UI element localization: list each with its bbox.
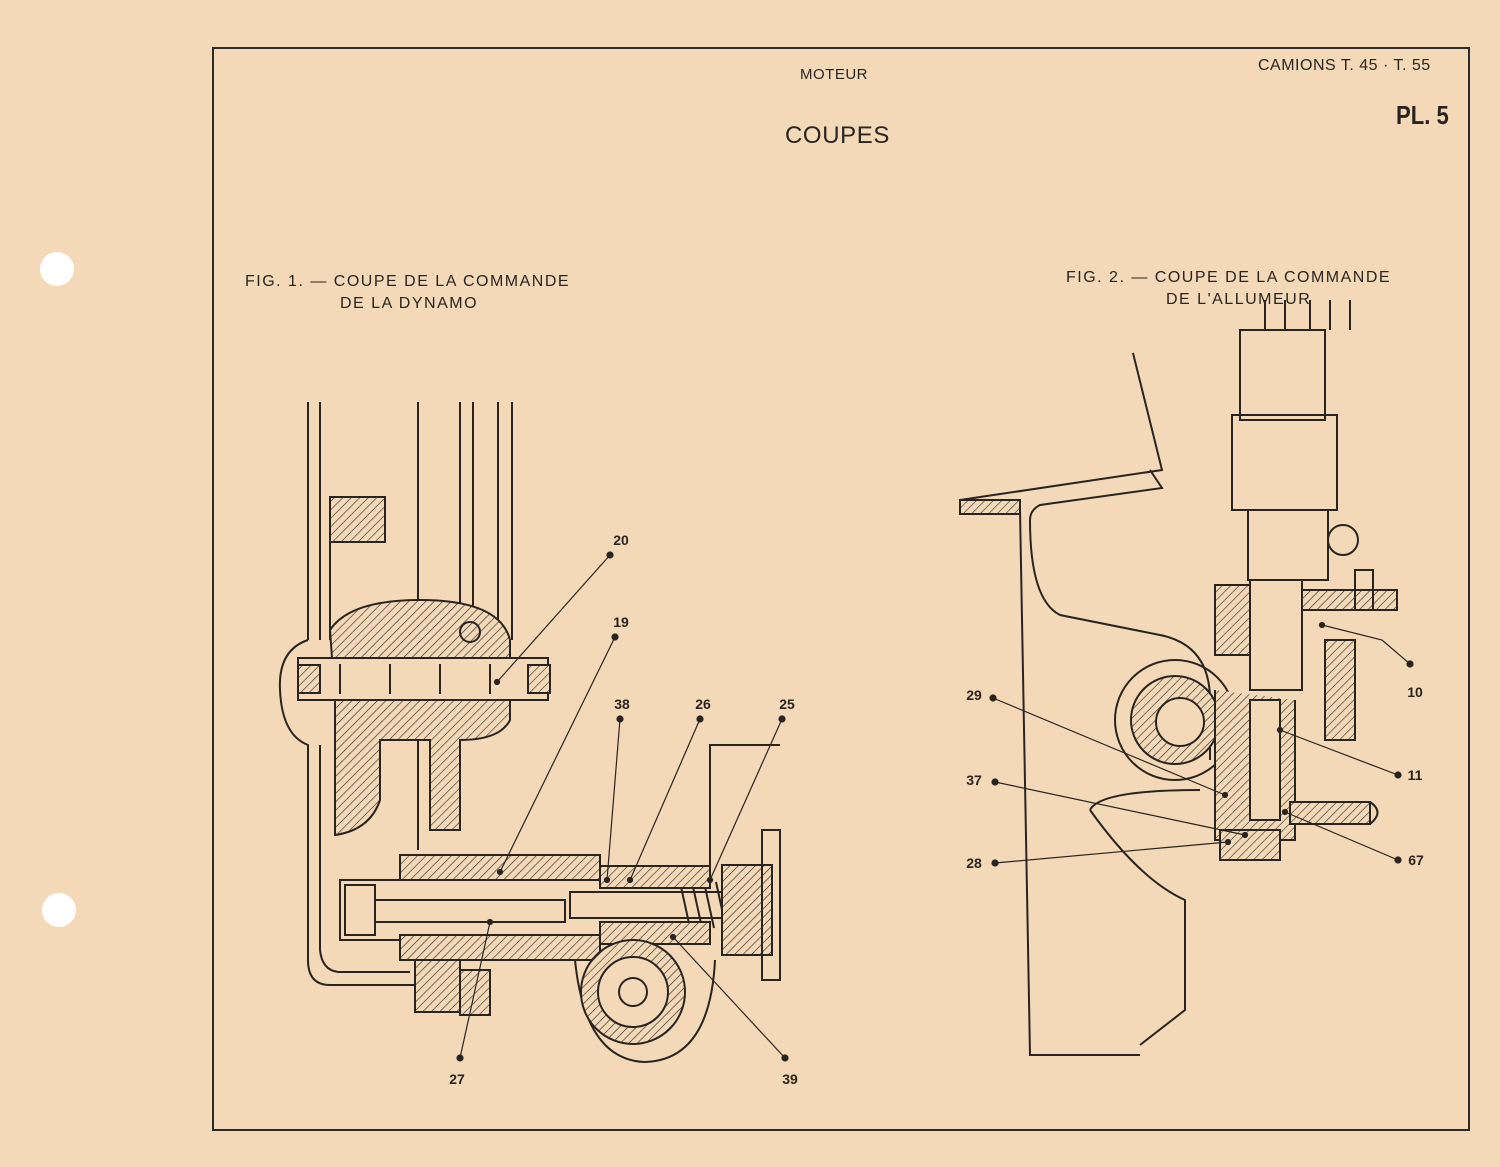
fig2-leaders xyxy=(989,621,1414,867)
callout-38: 38 xyxy=(614,696,630,712)
fig2-drawing xyxy=(959,300,1398,1056)
callout-27: 27 xyxy=(449,1071,465,1087)
callout-19: 19 xyxy=(613,614,629,630)
callout-39: 39 xyxy=(782,1071,798,1087)
binder-hole-bottom xyxy=(42,893,76,927)
callout-26: 26 xyxy=(695,696,711,712)
fig1-caption-line2: DE LA DYNAMO xyxy=(340,295,479,312)
binder-hole-top xyxy=(40,252,74,286)
callout-67: 67 xyxy=(1408,852,1424,868)
page-title: COUPES xyxy=(785,122,890,149)
fig1-caption-line1: FIG. 1. — COUPE DE LA COMMANDE xyxy=(245,273,571,290)
fig1-leaders xyxy=(456,551,789,1062)
callout-11: 11 xyxy=(1407,767,1423,783)
plate-number: PL. 5 xyxy=(1396,100,1449,130)
plate-frame xyxy=(212,47,1470,1131)
fig2-caption-line1: FIG. 2. — COUPE DE LA COMMANDE xyxy=(1066,269,1392,286)
callout-20: 20 xyxy=(613,532,629,548)
vehicle-label: CAMIONS T. 45 · T. 55 xyxy=(1258,57,1431,74)
callout-29: 29 xyxy=(966,687,982,703)
callout-10: 10 xyxy=(1407,684,1423,700)
callout-25: 25 xyxy=(779,696,795,712)
fig1-drawing xyxy=(278,402,781,1064)
callout-28: 28 xyxy=(966,855,982,871)
fig2-caption-line2: DE L'ALLUMEUR xyxy=(1166,291,1312,308)
section-label: MOTEUR xyxy=(800,66,868,83)
callout-37: 37 xyxy=(966,772,982,788)
